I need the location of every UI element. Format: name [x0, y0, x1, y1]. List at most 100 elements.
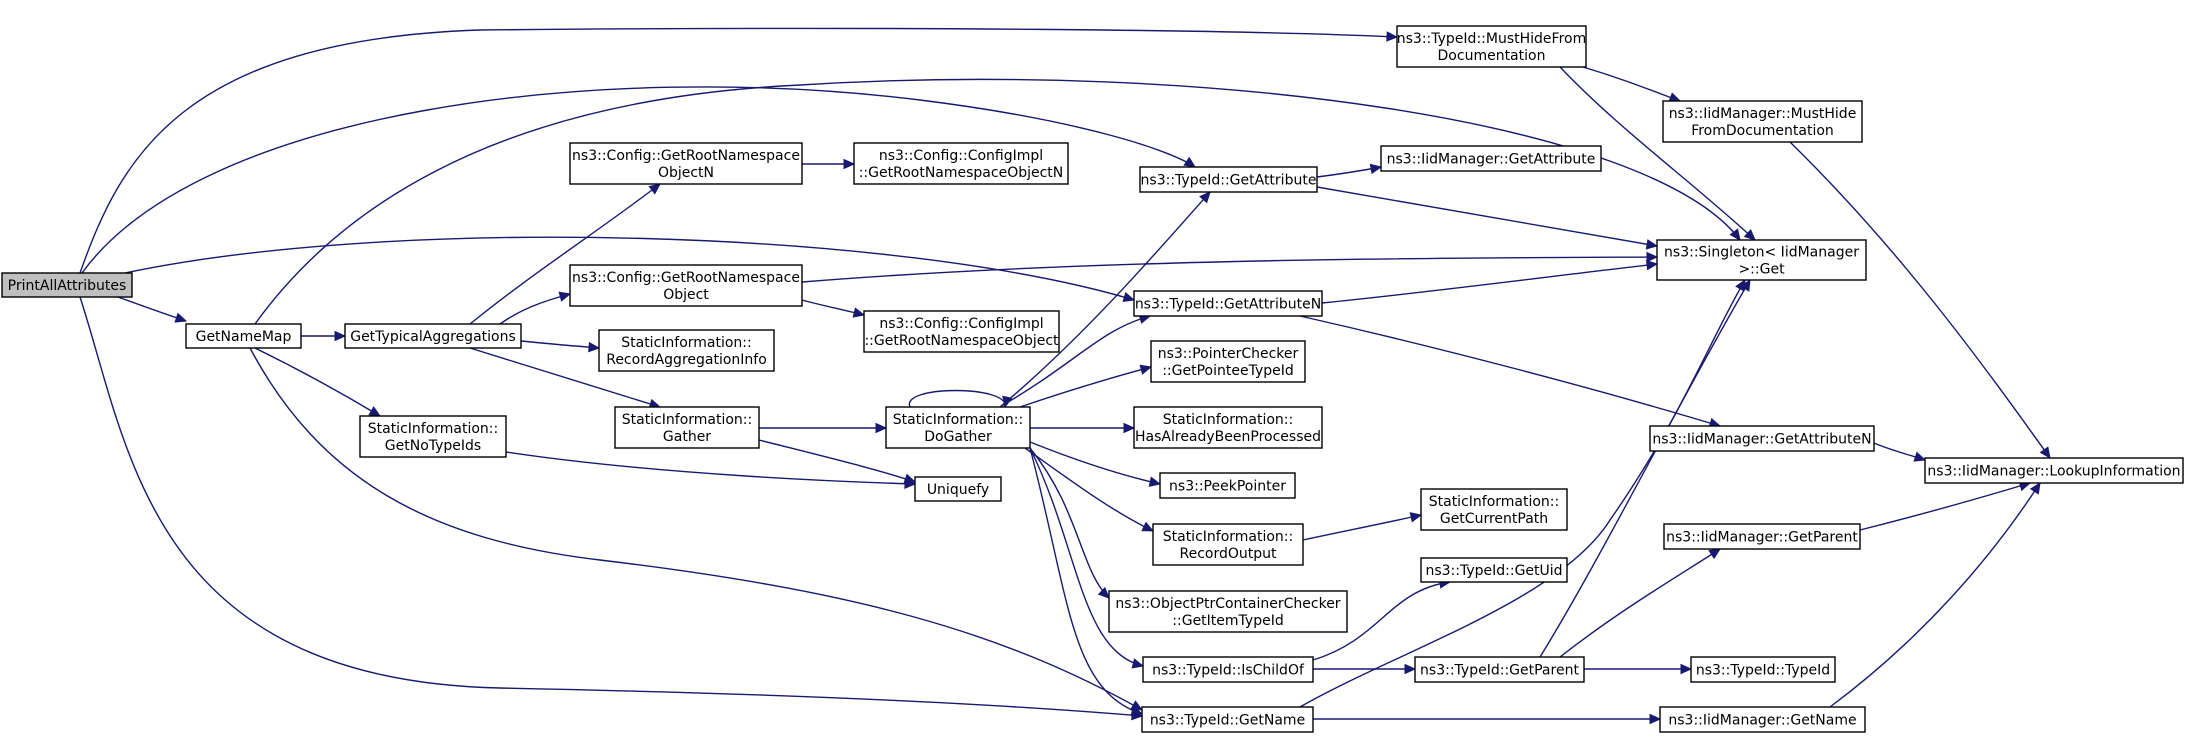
- node-pointerchecker-box: [1150, 340, 1306, 383]
- edge-recordoutput-to-getcurrentpath: [1302, 514, 1422, 541]
- arrowhead-gettypicalagg-to-recordagg: [588, 341, 601, 353]
- arrowhead-root-to-typeid_mustide: [1386, 31, 1399, 42]
- arrowhead-typeid_getname-to-iid_getname: [1649, 713, 1662, 725]
- arrowhead-gather-to-dogather: [875, 422, 888, 434]
- node-typeid_typeid-label-0: ns3::TypeId::TypeId: [1696, 663, 1830, 679]
- node-gather[interactable]: StaticInformation::Gather: [614, 406, 760, 449]
- node-typeid_getparent[interactable]: ns3::TypeId::GetParent: [1414, 656, 1585, 683]
- node-getnamemap[interactable]: GetNameMap: [185, 323, 302, 349]
- node-cfg_rootnsobjn[interactable]: ns3::Config::GetRootNamespaceObjectN: [569, 142, 803, 185]
- node-typeid_getname-label-0: ns3::TypeId::GetName: [1150, 713, 1305, 729]
- node-typeid_getname-box: [1141, 706, 1314, 733]
- edge-typeid_getattrn-to-iid_getattrn: [1299, 315, 1721, 427]
- node-iid_getparent-box: [1663, 523, 1861, 550]
- node-cfgimpl_rootnsobj-label-1: ::GetRootNamespaceObject: [864, 333, 1059, 349]
- node-typeid_getuid[interactable]: ns3::TypeId::GetUid: [1420, 557, 1568, 583]
- node-singleton_get-label-1: >::Get: [1738, 262, 1785, 278]
- node-typeid_mustide-label-1: Documentation: [1438, 48, 1546, 64]
- node-pointerchecker-label-0: ns3::PointerChecker: [1158, 346, 1299, 362]
- node-iid_getattrn-label-0: ns3::IidManager::GetAttributeN: [1652, 432, 1871, 448]
- node-typeid_getname[interactable]: ns3::TypeId::GetName: [1141, 706, 1314, 733]
- node-pointerchecker[interactable]: ns3::PointerChecker::GetPointeeTypeId: [1150, 340, 1306, 383]
- edge-typeid_getparent-to-singleton_get: [1539, 279, 1751, 658]
- node-peekpointer[interactable]: ns3::PeekPointer: [1159, 472, 1296, 499]
- node-objptrcontainer-box: [1108, 590, 1348, 633]
- node-cfgimpl_rootnsobj[interactable]: ns3::Config::ConfigImpl::GetRootNamespac…: [863, 310, 1060, 353]
- node-iid_getname-box: [1659, 706, 1866, 733]
- node-iid_getparent[interactable]: ns3::IidManager::GetParent: [1663, 523, 1861, 550]
- node-typeid_getattrn[interactable]: ns3::TypeId::GetAttributeN: [1133, 290, 1323, 317]
- arrowhead-cfg_rootnsobj-to-cfgimpl_rootnsobj: [852, 307, 866, 318]
- node-iid_getparent-label-0: ns3::IidManager::GetParent: [1666, 530, 1858, 546]
- node-getnotypeids-label-0: StaticInformation::: [368, 421, 499, 437]
- node-singleton_get[interactable]: ns3::Singleton< IidManager>::Get: [1656, 239, 1867, 281]
- edge-typeid_getattrn-to-singleton_get: [1321, 263, 1658, 304]
- node-typeid_getuid-box: [1420, 557, 1568, 583]
- node-recordagg-label-1: RecordAggregationInfo: [606, 352, 767, 368]
- node-getnamemap-box: [185, 323, 302, 349]
- arrowhead-getnamemap-to-getnotypeids: [368, 406, 382, 417]
- node-hasalready-box: [1133, 406, 1323, 449]
- node-uniquefy[interactable]: Uniquefy: [914, 476, 1002, 502]
- node-singleton_get-label-0: ns3::Singleton< IidManager: [1664, 245, 1859, 261]
- node-iid_musthide[interactable]: ns3::IidManager::MustHideFromDocumentati…: [1662, 100, 1863, 143]
- arrowhead-getnamemap-to-gettypicalagg: [334, 330, 347, 342]
- node-peekpointer-label-0: ns3::PeekPointer: [1169, 479, 1286, 495]
- arrowhead-typeid_getattr-to-iid_getattr: [1369, 163, 1383, 175]
- node-cfgimpl_rootnsobjn[interactable]: ns3::Config::ConfigImpl::GetRootNamespac…: [853, 142, 1069, 185]
- node-typeid_getattr[interactable]: ns3::TypeId::GetAttribute: [1139, 166, 1318, 193]
- node-recordagg[interactable]: StaticInformation::RecordAggregationInfo: [598, 329, 775, 372]
- arrowhead-dogather-to-peekpointer: [1148, 476, 1162, 487]
- node-typeid_ischildof[interactable]: ns3::TypeId::IsChildOf: [1142, 656, 1314, 683]
- node-gather-label-1: Gather: [663, 429, 711, 445]
- node-getcurrentpath[interactable]: StaticInformation::GetCurrentPath: [1420, 488, 1568, 531]
- edge-getnamemap-to-typeid_getname: [249, 347, 1143, 711]
- arrowhead-cfg_rootnsobj-to-singleton_get: [1646, 251, 1659, 263]
- edge-dogather-to-typeid_getattrn: [999, 315, 1151, 408]
- node-cfg_rootnsobj-box: [569, 264, 803, 307]
- arrowhead-iid_getname-to-iid_lookup: [2029, 481, 2041, 495]
- node-iid_getattrn-box: [1649, 425, 1875, 452]
- node-recordoutput-label-1: RecordOutput: [1179, 546, 1277, 562]
- node-root[interactable]: PrintAllAttributes: [1, 272, 133, 298]
- node-recordoutput[interactable]: StaticInformation::RecordOutput: [1152, 523, 1304, 566]
- arrowhead-typeid_getattr-to-singleton_get: [1645, 239, 1659, 250]
- node-typeid_getattr-label-0: ns3::TypeId::GetAttribute: [1141, 173, 1317, 189]
- node-typeid_getattr-box: [1139, 166, 1318, 193]
- node-getnotypeids[interactable]: StaticInformation::GetNoTypeIds: [359, 415, 507, 458]
- node-gettypicalagg[interactable]: GetTypicalAggregations: [344, 323, 522, 349]
- edge-gettypicalagg-to-gather: [469, 347, 661, 408]
- edge-root-to-typeid_mustide: [79, 27, 1398, 274]
- node-typeid_typeid[interactable]: ns3::TypeId::TypeId: [1690, 656, 1836, 683]
- node-iid_lookup[interactable]: ns3::IidManager::LookupInformation: [1924, 457, 2184, 484]
- node-recordoutput-box: [1152, 523, 1304, 566]
- arrowhead-iid_musthide-to-iid_lookup: [2039, 446, 2051, 459]
- edge-getnamemap-to-singleton_get: [254, 78, 1741, 325]
- node-dogather[interactable]: StaticInformation::DoGather: [885, 406, 1031, 449]
- node-iid_lookup-label-0: ns3::IidManager::LookupInformation: [1927, 464, 2180, 480]
- edge-typeid_getattr-to-singleton_get: [1316, 186, 1658, 247]
- node-iid_getattr[interactable]: ns3::IidManager::GetAttribute: [1380, 145, 1602, 172]
- node-typeid_getattrn-label-0: ns3::TypeId::GetAttributeN: [1135, 297, 1321, 313]
- node-hasalready-label-0: StaticInformation::: [1163, 412, 1294, 428]
- node-cfg_rootnsobj[interactable]: ns3::Config::GetRootNamespaceObject: [569, 264, 803, 307]
- node-typeid_getparent-box: [1414, 656, 1585, 683]
- node-iid_musthide-label-0: ns3::IidManager::MustHide: [1669, 106, 1857, 122]
- node-hasalready[interactable]: StaticInformation::HasAlreadyBeenProcess…: [1133, 406, 1323, 449]
- node-gettypicalagg-label-0: GetTypicalAggregations: [350, 329, 516, 345]
- node-iid_getname[interactable]: ns3::IidManager::GetName: [1659, 706, 1866, 733]
- edge-getnamemap-to-getnotypeids: [254, 347, 381, 417]
- node-iid_musthide-box: [1662, 100, 1863, 143]
- edge-dogather-to-objptrcontainer: [1029, 447, 1110, 599]
- node-iid_getattr-label-0: ns3::IidManager::GetAttribute: [1387, 152, 1596, 168]
- arrowhead-gather-to-uniquefy: [903, 473, 917, 484]
- node-objptrcontainer[interactable]: ns3::ObjectPtrContainerChecker::GetItemT…: [1108, 590, 1348, 633]
- edge-iid_musthide-to-iid_lookup: [1789, 141, 2051, 459]
- node-objptrcontainer-label-0: ns3::ObjectPtrContainerChecker: [1115, 596, 1340, 612]
- node-iid_getattrn[interactable]: ns3::IidManager::GetAttributeN: [1649, 425, 1875, 452]
- node-cfgimpl_rootnsobjn-box: [853, 142, 1069, 185]
- arrowhead-iid_getattrn-to-iid_lookup: [1913, 451, 1927, 462]
